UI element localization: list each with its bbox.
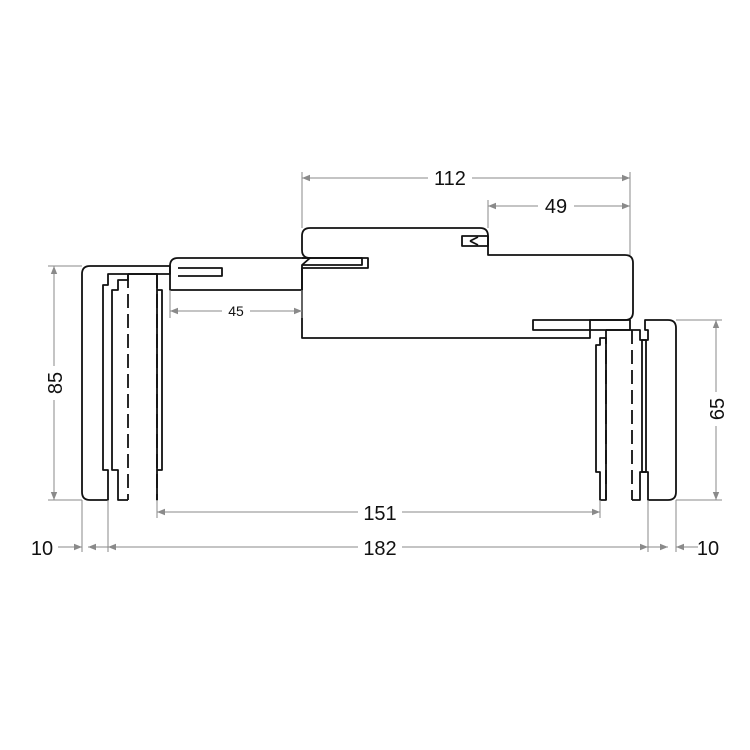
hinge-arrow <box>469 236 479 246</box>
dimension-182: 182 <box>108 535 648 560</box>
left-top-lip <box>178 267 223 277</box>
left-frame-profile <box>81 257 369 501</box>
right-jamb-inner-dashed <box>605 330 633 500</box>
left-jamb-outer <box>81 265 171 501</box>
dimension-45-label: 45 <box>228 303 244 319</box>
dimension-112-label: 112 <box>434 168 466 190</box>
door-leaf-rebate <box>302 257 363 266</box>
dimension-151: 151 <box>157 500 600 525</box>
dimension-10-left-label: 10 <box>31 538 53 560</box>
dimension-85-label: 85 <box>45 372 67 394</box>
dimension-112: 112 <box>302 166 630 190</box>
dimension-65: 65 <box>705 320 729 500</box>
extension-lines <box>48 172 722 552</box>
dimension-10-right-label: 10 <box>697 538 719 560</box>
dimension-151-label: 151 <box>363 503 396 525</box>
right-jamb-inner <box>595 329 647 501</box>
dimension-65-label: 65 <box>707 398 729 420</box>
right-top-strip <box>532 319 631 331</box>
dimension-85: 85 <box>43 266 67 500</box>
right-jamb-outer <box>641 319 677 501</box>
dimension-49-label: 49 <box>545 196 567 218</box>
left-jamb-inner <box>111 273 163 501</box>
dimension-10-left: 10 <box>31 538 108 560</box>
left-top-strip <box>169 257 369 291</box>
dimension-10-right: 10 <box>648 538 719 560</box>
door-leaf-profile <box>301 227 634 339</box>
dimension-45: 45 <box>170 302 302 320</box>
left-jamb-inner-dashed <box>127 274 158 500</box>
dimension-49: 49 <box>488 194 630 218</box>
right-frame-profile <box>532 319 677 501</box>
hinge-tab <box>461 235 489 247</box>
dimension-182-label: 182 <box>363 538 396 560</box>
door-leaf-body <box>301 227 634 339</box>
